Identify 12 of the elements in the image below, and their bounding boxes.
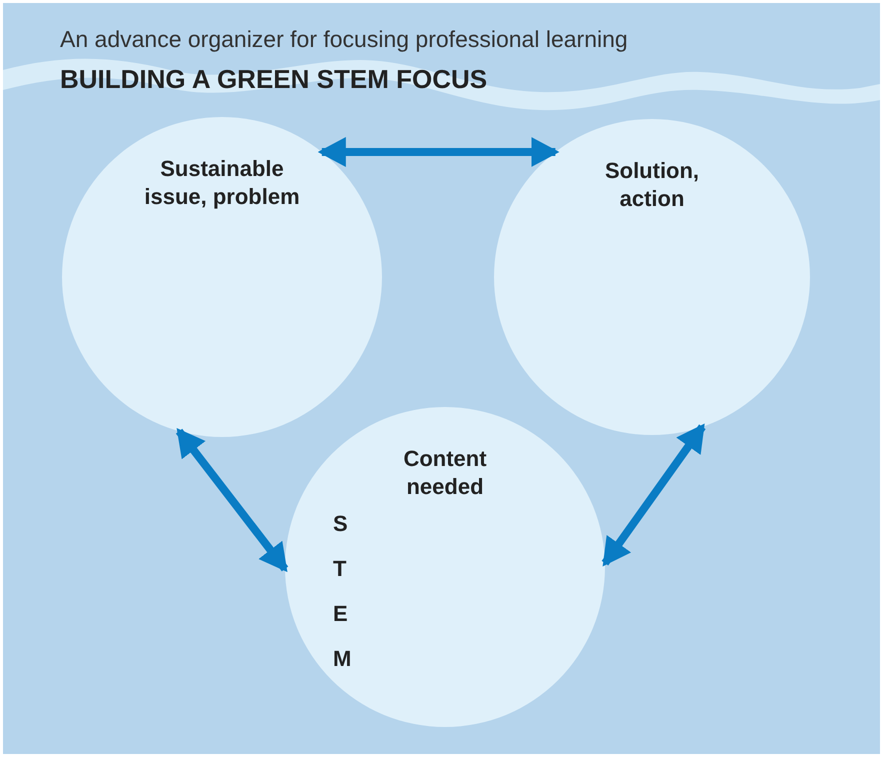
circle-heading: Solution, action (604, 157, 700, 213)
letter: E (333, 600, 348, 628)
double-arrow (318, 137, 560, 167)
title: BUILDING A GREEN STEM FOCUS (60, 63, 488, 96)
double-arrow (602, 424, 706, 566)
double-arrow (176, 428, 288, 572)
circle-heading: Content needed (402, 445, 488, 501)
letter: M (333, 645, 352, 673)
letter: T (333, 555, 346, 583)
subtitle: An advance organizer for focusing professional learning (60, 25, 628, 54)
circle-heading: Sustainable issue, problem (143, 155, 301, 211)
letter: S (333, 510, 348, 538)
